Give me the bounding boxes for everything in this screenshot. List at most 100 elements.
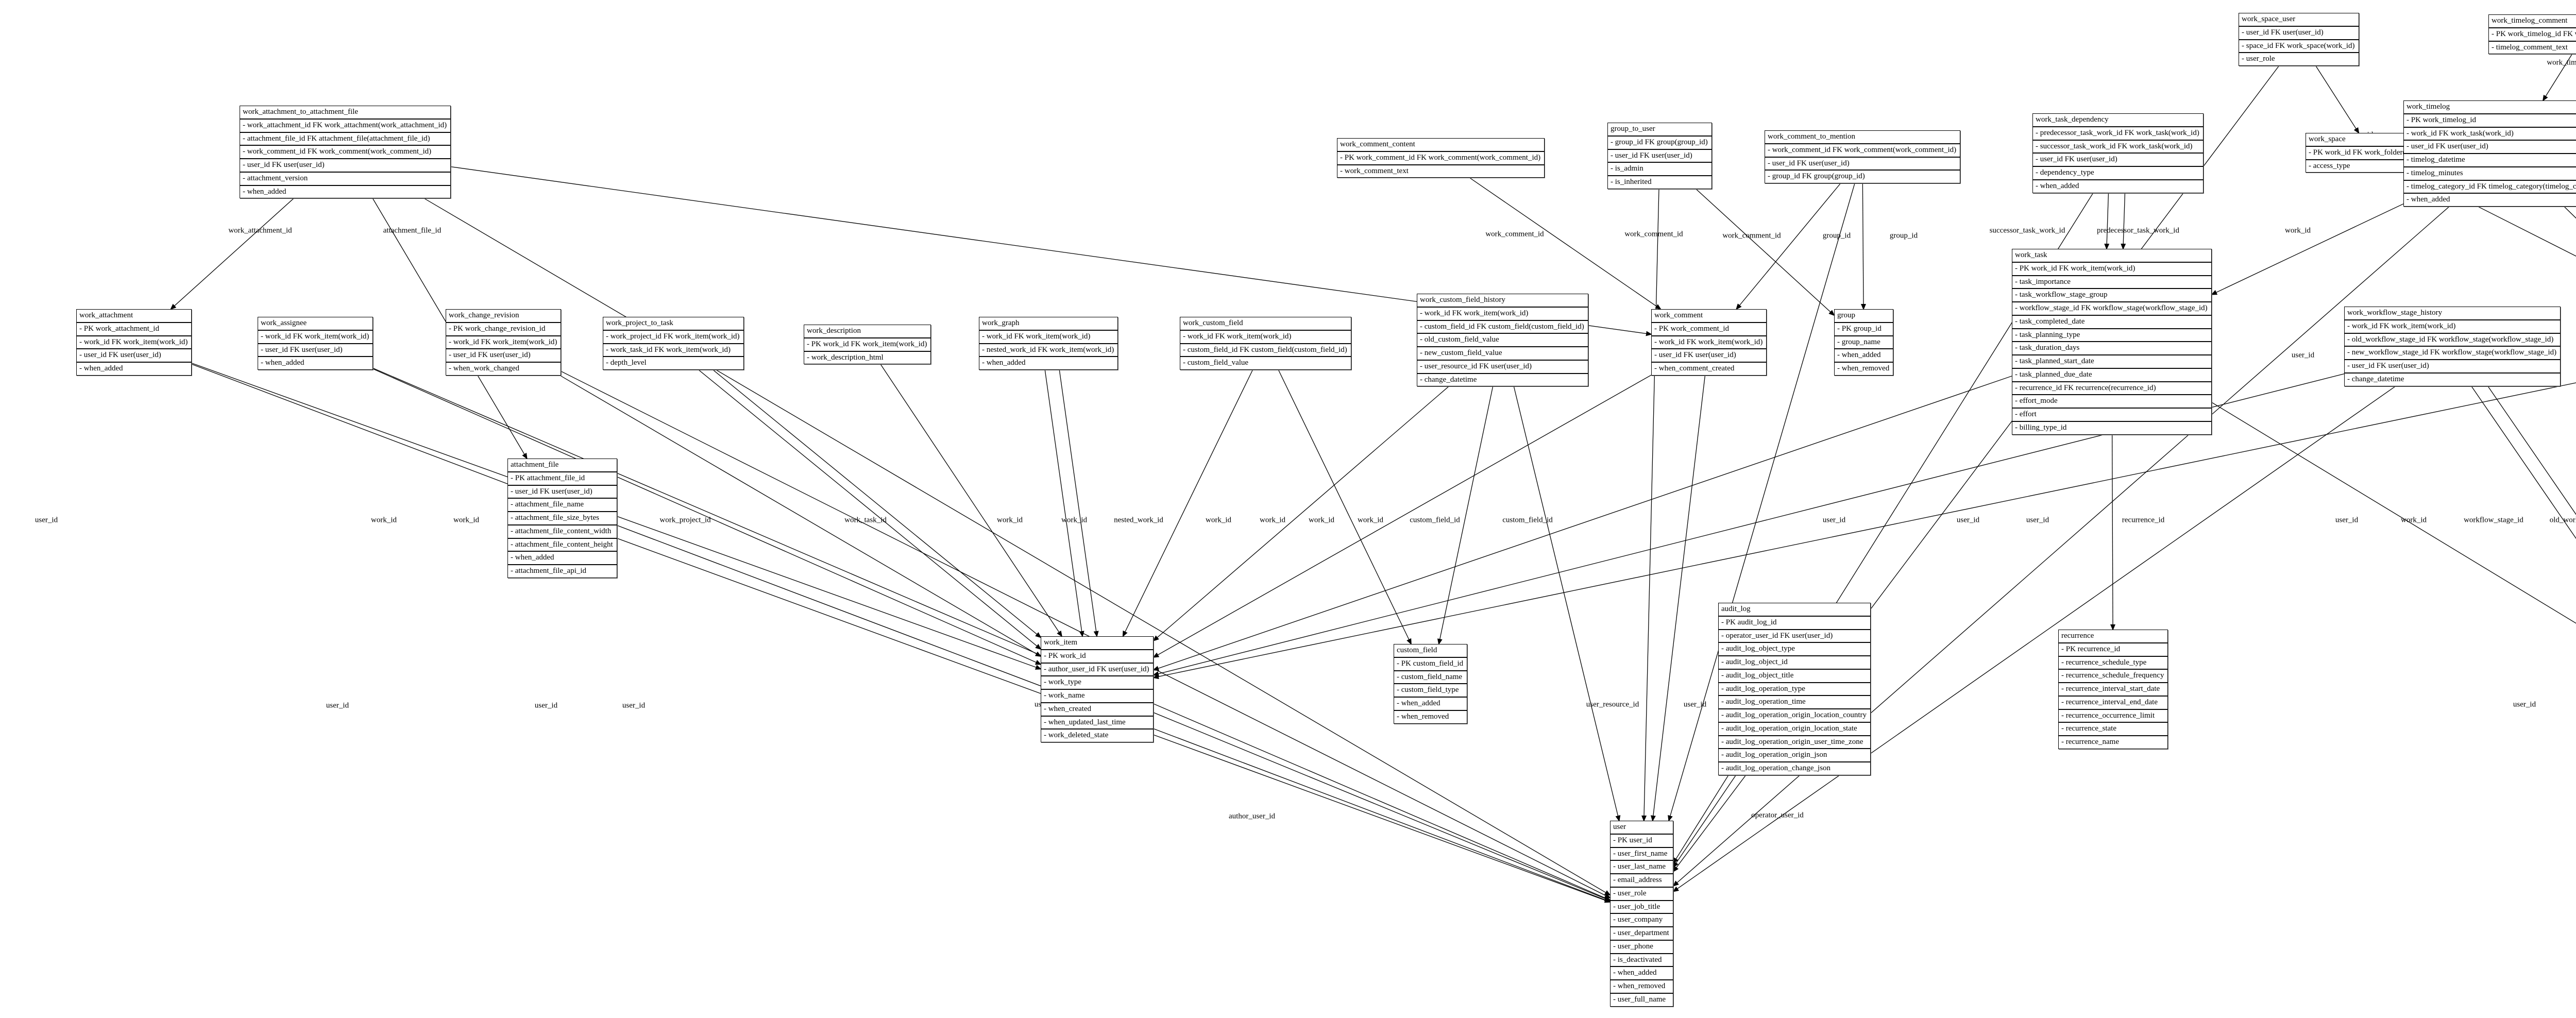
table-field: - work_id FK work_item(work_id) xyxy=(1417,306,1588,320)
table-field: - user_id FK user(user_id) xyxy=(2345,359,2561,372)
table-field: - group_name xyxy=(1835,335,1893,349)
table-recurrence: recurrence- PK recurrence_id- recurrence… xyxy=(2058,630,2168,749)
table-field: - depth_level xyxy=(603,356,743,369)
table-title: work_project_to_task xyxy=(606,319,673,327)
relationship-work_comment_to_mention-to-group xyxy=(1860,183,1866,310)
table-field: - is_deactivated xyxy=(1611,953,1673,966)
relationship-work_description-to-work_item xyxy=(880,364,1062,637)
table-field: - custom_field_id FK custom_field(custom… xyxy=(1180,343,1351,357)
relationship-work_task_dependency-to-work_task xyxy=(2104,193,2110,250)
table-field: - author_user_id FK user(user_id) xyxy=(1041,662,1153,676)
table-field: - is_admin xyxy=(1608,162,1711,175)
edge-label: operator_user_id xyxy=(1751,811,1804,820)
table-field: - audit_log_object_type xyxy=(1719,642,1871,655)
table-title: work_custom_field xyxy=(1183,319,1243,327)
table-field: - work_comment_id FK work_comment(work_c… xyxy=(240,145,451,158)
relationship-work_timelog-to-timelog_category xyxy=(2564,206,2576,219)
relationship-work_custom_field_history-to-custom_field xyxy=(1437,386,1494,645)
table-field: - when_added xyxy=(508,551,617,564)
edge-label: work_id xyxy=(1206,516,1231,524)
relationship-work_attachment_to_attachment_file-to-work_attachment xyxy=(170,198,294,310)
table-field: - is_inherited xyxy=(1608,175,1711,189)
relationship-work_attachment-to-user xyxy=(191,364,1611,903)
relationship-work_comment-to-work_item xyxy=(1153,375,1652,658)
table-field: - billing_type_id xyxy=(2012,420,2211,434)
table-field: - task_planning_type xyxy=(2012,328,2211,342)
relationship-work_comment_to_mention-to-user xyxy=(1668,183,1855,822)
table-field: - user_id FK user(user_id) xyxy=(1765,156,1960,170)
table-field: - recurrence_state xyxy=(2059,722,2168,735)
table-field: - old_workflow_stage_id FK workflow_stag… xyxy=(2345,332,2561,346)
relationship-work_custom_field-to-work_item xyxy=(1122,369,1253,637)
relationship-group_to_user-to-group xyxy=(1696,189,1835,316)
table-field: - user_last_name xyxy=(1611,860,1673,873)
edge-label: attachment_file_id xyxy=(383,226,442,235)
table-field: - PK work_id FK work_item(work_id) xyxy=(2012,261,2211,275)
table-field: - PK group_id xyxy=(1835,321,1893,335)
table-title: work_task_dependency xyxy=(2036,115,2109,124)
relationship-work_project_to_task-to-work_item xyxy=(698,369,1042,650)
edge-label: user_id xyxy=(2335,516,2359,524)
table-title: work_graph xyxy=(982,319,1020,327)
table-field: - audit_log_operation_origin_json xyxy=(1719,748,1871,761)
table-title: work_comment xyxy=(1654,311,1703,319)
table-title: work_workflow_stage_history xyxy=(2347,309,2443,317)
table-title: work_assignee xyxy=(261,319,307,327)
table-field: - group_id FK group(group_id) xyxy=(1765,169,1960,183)
edge-label: successor_task_work_id xyxy=(1989,226,2065,235)
table-work_attachment: work_attachment- PK work_attachment_id- … xyxy=(76,309,192,376)
table-field: - when_added xyxy=(1394,697,1467,710)
table-work_space_user: work_space_user- user_id FK user(user_id… xyxy=(2239,13,2359,66)
table-field: - work_task_id FK work_item(work_id) xyxy=(603,343,743,357)
edge-label: work_timelog_id xyxy=(2547,58,2576,67)
table-title: work_change_revision xyxy=(449,311,519,319)
relationship-work_custom_field-to-custom_field xyxy=(1278,369,1412,645)
table-field: - work_description_html xyxy=(804,350,931,364)
table-title: work_timelog xyxy=(2406,103,2450,111)
table-title: work_attachment_to_attachment_file xyxy=(243,108,359,116)
table-field: - successor_task_work_id FK work_task(wo… xyxy=(2033,139,2203,153)
edge-label: nested_work_id xyxy=(1114,516,1163,524)
table-field: - dependency_type xyxy=(2033,166,2203,179)
table-field: - change_datetime xyxy=(2345,372,2561,386)
edge-label: user_id xyxy=(1956,516,1980,524)
relationship-work_task-to-work_item xyxy=(1153,376,2012,671)
table-field: - space_id FK work_space(work_id) xyxy=(2239,39,2359,53)
table-field: - task_planned_start_date xyxy=(2012,354,2211,368)
table-field: - recurrence_schedule_type xyxy=(2059,655,2168,669)
table-title: recurrence xyxy=(2061,632,2094,640)
table-work_item: work_item- PK work_id- author_user_id FK… xyxy=(1041,636,1154,742)
relationship-group_to_user-to-user xyxy=(1641,189,1659,822)
edge-label: user_id xyxy=(326,701,349,710)
table-field: - custom_field_type xyxy=(1394,683,1467,697)
table-field: - change_datetime xyxy=(1417,372,1588,386)
relationship-work_timelog-to-work_task xyxy=(2211,203,2404,295)
relationship-work_task-to-recurrence xyxy=(2110,434,2116,631)
table-work_comment: work_comment- PK work_comment_id- work_i… xyxy=(1651,309,1767,376)
table-field: - user_resource_id FK user(user_id) xyxy=(1417,359,1588,373)
table-field: - user_id FK user(user_id) xyxy=(1608,148,1711,162)
table-field: - when_updated_last_time xyxy=(1041,715,1153,729)
edge-label: work_comment_id xyxy=(1485,230,1544,239)
table-field: - work_id FK work_item(work_id) xyxy=(1652,335,1767,349)
table-field: - recurrence_schedule_frequency xyxy=(2059,669,2168,682)
table-field: - PK custom_field_id xyxy=(1394,656,1467,670)
table-field: - PK work_attachment_id xyxy=(77,321,192,335)
edge-label: work_attachment_id xyxy=(228,226,292,235)
edge-label: recurrence_id xyxy=(2122,516,2165,524)
table-field: - audit_log_operation_origin_user_time_z… xyxy=(1719,735,1871,749)
relationship-work_graph-to-work_item xyxy=(1044,369,1084,637)
table-title: attachment_file xyxy=(511,461,559,469)
table-field: - PK audit_log_id xyxy=(1719,615,1871,629)
table-field: - work_id FK work_item(work_id) xyxy=(2345,319,2561,333)
table-field: - group_id FK group(group_id) xyxy=(1608,135,1711,149)
table-field: - when_added xyxy=(77,362,192,375)
table-field: - PK work_timelog_id FK work_timelog(wor… xyxy=(2489,27,2576,41)
table-field: - timelog_comment_text xyxy=(2489,40,2576,54)
table-field: - work_name xyxy=(1041,689,1153,702)
table-field: - task_completed_date xyxy=(2012,314,2211,328)
edge-label: custom_field_id xyxy=(1502,516,1553,524)
table-field: - effort xyxy=(2012,408,2211,421)
edge-label: work_id xyxy=(1309,516,1334,524)
